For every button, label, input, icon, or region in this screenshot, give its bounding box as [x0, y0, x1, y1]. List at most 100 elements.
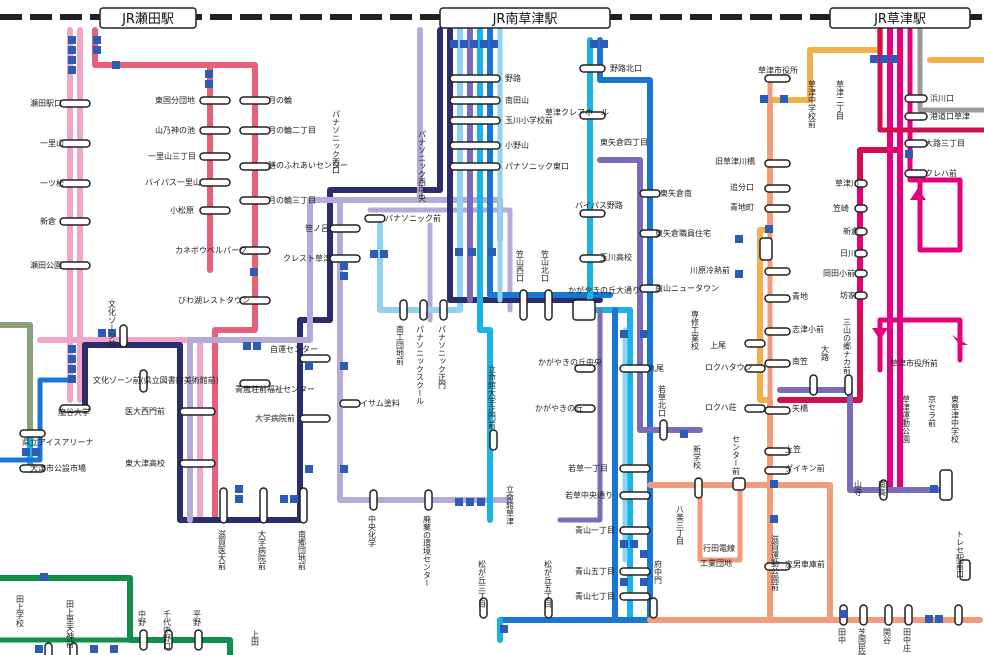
stop-nankougyo-v: 南郷団地前 — [298, 529, 307, 571]
stop-tsuki-no-wa2: 月の輪二丁目 — [268, 125, 316, 135]
stop-ichirisan: 一里山 — [40, 138, 64, 148]
stop-higashiyaura-minami: 東矢倉南 — [660, 188, 692, 198]
stop-kusatsu-shiyakusho: 草津市役所 — [758, 65, 798, 75]
stop-shiga-shogakko: 志津小前 — [792, 324, 824, 334]
stop-shiba-kokuminkan: 芝国民館 — [858, 627, 867, 655]
stop-shinkawa: 新学校 — [693, 444, 702, 470]
stop-wakatake-chuo: 若草中央通り — [565, 490, 613, 500]
stop-sho-bunko: 草津運動公園 — [902, 394, 911, 444]
stop-crest: クレスト草津 — [283, 253, 331, 263]
stop-okada: 岡田小前 — [823, 268, 855, 278]
stop-seta-koen: 瀬田公園 — [30, 260, 62, 270]
stop-minami: 南笠 — [792, 356, 808, 366]
stop-panasonic-nishi-chuo: パナソニック前 — [385, 213, 441, 223]
stop-hidaka: 日川 — [840, 249, 856, 258]
stop-komatsu: 小松原 — [170, 205, 194, 215]
stop-koyama: 小野山 — [505, 140, 529, 150]
stop-kyo-center: 京セラ前 — [928, 394, 937, 428]
stop-kyoho-shaba: 次男車庫前 — [785, 559, 825, 569]
stop-seta-kita: 青嵐荘前福祉センター — [235, 384, 315, 394]
stop-kusatsu-nichome: 草津二丁目 — [836, 79, 845, 121]
stop-yokomi-center: 廃棄の環境センター — [423, 514, 432, 587]
stop-kawahara-danchi: 川原冷熱前 — [690, 265, 730, 275]
stop-yamadera: 山寺 — [854, 479, 863, 496]
stop-hirano: 平野 — [193, 610, 202, 626]
stop-tamagawa-koko: 玉川高校 — [600, 252, 632, 262]
stop-aoyama7: 青山七丁目 — [575, 591, 615, 601]
stop-aochi: 青地 — [792, 291, 808, 301]
stop-shiga-idai: 滋賀医大前 — [218, 529, 227, 571]
stop-yashiro: 矢橋 — [792, 403, 808, 413]
stop-wakatake1: 若草一丁目 — [568, 463, 608, 473]
stop-nankougyo: 大学病院前 — [255, 413, 295, 423]
stop-seta-eki-mae: 瀬田駅口 — [30, 98, 62, 108]
stop-tanaka-bypass: 田中庄 — [903, 628, 912, 653]
stop-nojiri: 野路 — [505, 73, 521, 83]
stop-kyu-kusatsugawa: 旧草津川橋 — [715, 156, 755, 166]
stop-shiga-undou: 滋賀運動公園前 — [771, 534, 780, 592]
stop-hasshu-midori: 八楽三丁目 — [676, 505, 685, 546]
stop-panasonic-toumon: パナソニック正門 — [438, 325, 447, 390]
stop-ryukoku: 龍谷大学 — [58, 407, 90, 417]
stop-kasayama-kita: 笠山北口 — [541, 249, 550, 282]
stop-matsugaoka5: 松が丘五丁目 — [544, 559, 553, 609]
stop-bunka-zone: 文化ゾーン前 — [108, 299, 117, 349]
stop-chuo-kagaku: 中央化学 — [368, 514, 377, 547]
stop-kureha: クレハ前 — [925, 168, 957, 178]
stop-otsu-oroshi: 大津市公設市場 — [30, 463, 86, 473]
stop-senju-kogyo: 専修工業校 — [691, 309, 700, 351]
stop-fuchimon: 府中門 — [654, 559, 663, 585]
stop-rokuha-so: ロクハ荘 — [705, 402, 737, 412]
stop-panasonic-mae: パナソニック西中央 — [418, 130, 427, 203]
stop-oyama-new: 南山ニュータウン — [655, 283, 719, 293]
stop-hitotsumatsu: 一ツ松 — [40, 178, 64, 188]
stop-shinsou-east: 新倉 — [843, 226, 859, 236]
stop-sekiya: 関谷 — [883, 628, 892, 645]
stop-higashiyaura-shokuin: 東矢倉職員住宅 — [655, 228, 711, 238]
stop-higashi-kusatsu: 東草津中学校 — [951, 394, 960, 444]
stop-biwako-rest: びわ湖レストタウン — [178, 296, 250, 305]
stop-kusatsu-riverside: 草津川 — [835, 178, 859, 188]
stop-hamaguchi: 浜川口 — [930, 93, 954, 103]
stop-oji: 大路 — [821, 344, 830, 361]
stop-clear-hall: 草津クレアホール — [545, 107, 609, 117]
stop-isamu: イサム塗料 — [360, 398, 400, 408]
stop-sasa: 笠崎 — [833, 203, 849, 213]
stop-tsuki-no-wa: 月の輪 — [268, 95, 292, 105]
stop-nojiri-kita: 野路北口 — [610, 63, 642, 73]
stop-kagayaki-oka: かがやきの丘 — [535, 403, 583, 413]
stop-kosei-eki: トレセ駅前口 — [956, 530, 965, 578]
jr-station-seta[interactable]: JR瀬田駅 — [100, 8, 196, 28]
jr-station-minamikusatsu[interactable]: JR南草津駅 — [440, 8, 610, 28]
stop-ritsumeikan: 立命館大学正門前 — [488, 364, 497, 430]
stop-maruo: 丸尾 — [648, 363, 664, 373]
stop-panasonic-nishimon: パナソニック西口 — [332, 110, 341, 174]
stop-chiyo-nakano: 千代中野口 — [163, 609, 172, 650]
jr-station-seta-label: JR瀬田駅 — [121, 12, 174, 27]
stop-shinsou: 新倉 — [40, 216, 56, 226]
stop-kagayaki-chuo: かがやきの丘中央 — [538, 357, 602, 367]
stop-shoga-center: 自運センター — [270, 344, 318, 354]
jr-station-kusatsu[interactable]: JR草津駅 — [830, 8, 970, 28]
jr-station-minamikusatsu-label: JR南草津駅 — [492, 11, 558, 27]
stop-ritsu-kusatsu: 立命館草津 — [506, 484, 515, 526]
stop-kasayama-nishi: 笠山西口 — [516, 249, 525, 282]
stop-kamikasa: 上笠 — [785, 444, 801, 454]
stop-kojo-danchi: 工業団地 — [700, 558, 732, 568]
stop-tsukusa-roundabout: 港道口草津 — [930, 111, 970, 121]
stop-higashi-otsu: 東大津高校 — [125, 458, 165, 468]
stop-kusatsu-chu: 草津中学校前 — [808, 79, 817, 129]
stop-bypass-nojiri: バイパス野路 — [575, 200, 623, 210]
stop-sanyo-kyuka: 三山の郷ナカ前 — [843, 318, 852, 375]
stop-nanko: 南高 — [878, 479, 887, 497]
stop-aoyama1: 青山一丁目 — [575, 525, 615, 535]
stop-ichirisan3: 一里山三丁目 — [148, 151, 196, 161]
stop-tajimi-tenjin: 田上里天神前 — [66, 600, 75, 649]
jr-station-kusatsu-label: JR草津駅 — [873, 12, 926, 27]
stop-kagayaki-ohdori: かがやきの丘大通り — [568, 285, 640, 295]
stop-panasonic-school: 南工団地前 — [396, 324, 405, 366]
stop-sasanoro: 笹ノ呂 — [305, 223, 329, 233]
stop-panasonic-seimon: パナソニックスクール — [416, 325, 425, 405]
stop-aochi-chou: 青地町 — [730, 202, 754, 212]
